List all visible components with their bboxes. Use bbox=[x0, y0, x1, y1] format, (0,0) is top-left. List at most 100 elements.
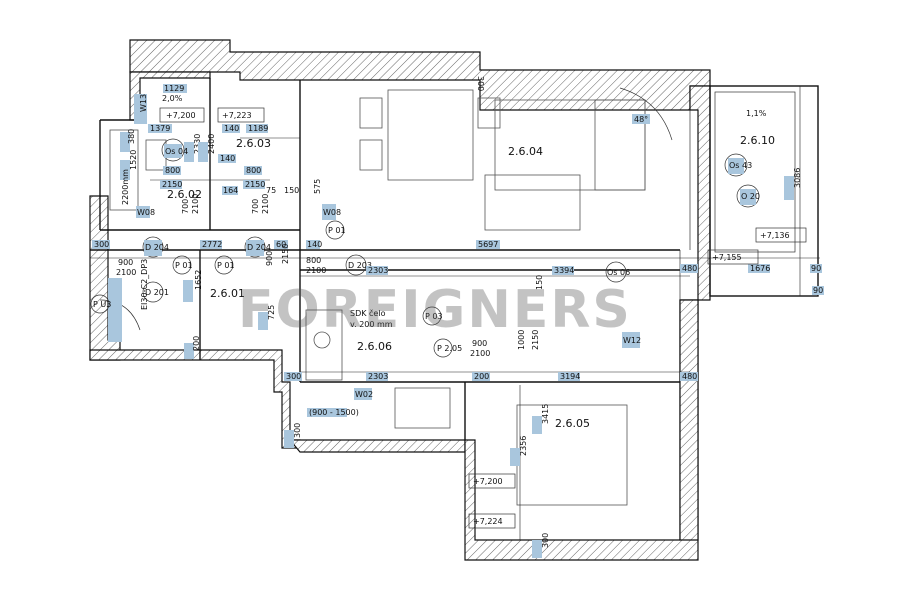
watermark: FOREIGNERS bbox=[238, 280, 632, 340]
dimension-label: 2356 bbox=[519, 436, 528, 456]
room-number: 2.6.04 bbox=[508, 145, 543, 158]
tag-circle bbox=[433, 338, 453, 358]
slope-label: 1,1% bbox=[746, 109, 767, 118]
note-label: (900 - 1500) bbox=[309, 408, 359, 417]
sofa-back bbox=[594, 99, 646, 191]
tag-circle bbox=[142, 281, 164, 303]
dimension-label: 90 bbox=[813, 286, 823, 295]
dimension-label: 2400 bbox=[207, 134, 216, 154]
window-tag: Os 06 bbox=[607, 268, 630, 277]
dimension-label: 5697 bbox=[478, 240, 498, 249]
tag-circle bbox=[325, 220, 345, 240]
dimension-label: 725 bbox=[267, 305, 276, 320]
door-tag: D 201 bbox=[145, 288, 169, 297]
dimension-label: 1652 bbox=[194, 270, 203, 290]
door-tag: P 2.05 bbox=[437, 344, 462, 353]
dimension-label: 480 bbox=[682, 372, 697, 381]
note-label: v. 200 mm bbox=[350, 320, 393, 329]
fire-rating-label: EI30-C2_DP3 bbox=[140, 259, 149, 310]
dimension-label: 3394 bbox=[554, 266, 574, 275]
dimension-label: 2772 bbox=[202, 240, 222, 249]
door-tag: P 01 bbox=[328, 226, 346, 235]
door-tag: P 03 bbox=[425, 312, 443, 321]
dimension-label: 300 bbox=[476, 76, 485, 91]
dimension-label: 2150 bbox=[281, 244, 290, 264]
kitchen-unit bbox=[305, 309, 343, 381]
dimension-label: 380 bbox=[127, 129, 136, 144]
door-tag: P 01 bbox=[217, 261, 235, 270]
balcony-outline bbox=[709, 85, 819, 297]
door-tag: P 01 bbox=[175, 261, 193, 270]
door-swing bbox=[99, 299, 141, 331]
room-number: 2.6.06 bbox=[357, 340, 392, 353]
window-tag-circle bbox=[736, 184, 760, 208]
tag-circle bbox=[214, 255, 234, 275]
tag-circle bbox=[422, 306, 442, 326]
tag-circle bbox=[345, 254, 367, 276]
level-label: +7,200 bbox=[166, 111, 196, 120]
dimension-label: 140 bbox=[224, 124, 239, 133]
wall-bottom-left bbox=[89, 349, 301, 449]
dimension-label: 1000 bbox=[517, 330, 526, 350]
dimension-label: 800 bbox=[306, 256, 321, 265]
dimension-label: 75 bbox=[266, 186, 276, 195]
chair bbox=[359, 139, 383, 171]
door-tag: D 204 bbox=[145, 243, 169, 252]
note-label: SDK čelo bbox=[350, 308, 386, 318]
coffee-table bbox=[484, 174, 581, 231]
dimension-label: 300 bbox=[293, 423, 302, 438]
wall-top bbox=[129, 39, 711, 111]
slope-label: 2,0% bbox=[162, 94, 183, 103]
dimension-label: 700 bbox=[181, 199, 190, 214]
dimension-label: 140 bbox=[220, 154, 235, 163]
dimension-label: 90 bbox=[811, 264, 821, 273]
wall-tag: W08 bbox=[137, 208, 155, 217]
dimension-label: 900 bbox=[118, 258, 133, 267]
dimension-label: 2100 bbox=[470, 349, 490, 358]
level-label: +7,136 bbox=[760, 231, 790, 240]
dining-table bbox=[387, 89, 474, 181]
window-tag: Os 04 bbox=[165, 147, 188, 156]
dimension-label: 2150 bbox=[531, 330, 540, 350]
level-label: +7,223 bbox=[222, 111, 252, 120]
room-number: 2.6.05 bbox=[555, 417, 590, 430]
window-tag-circle bbox=[724, 153, 748, 177]
tag-circle bbox=[172, 255, 192, 275]
window-tag: O 20 bbox=[741, 192, 760, 201]
wall-tag: W08 bbox=[323, 208, 341, 217]
chair bbox=[477, 97, 501, 129]
dimension-label: 3415 bbox=[541, 404, 550, 424]
dimension-label: 150 bbox=[284, 186, 299, 195]
shower bbox=[109, 129, 139, 211]
door-tag: D 203 bbox=[348, 261, 372, 270]
sink bbox=[313, 331, 331, 349]
angle-label: 48° bbox=[634, 115, 648, 124]
dimension-label: 1129 bbox=[164, 84, 184, 93]
door-tag: P U3 bbox=[93, 300, 111, 309]
balcony-inner bbox=[714, 91, 796, 253]
level-label: +7,224 bbox=[473, 517, 503, 526]
dimension-label: 2150 bbox=[162, 180, 182, 189]
dimension-label: 300 bbox=[541, 533, 550, 548]
dimension-label: 200 bbox=[474, 372, 489, 381]
door-tag: D 204 bbox=[247, 243, 271, 252]
dimension-label: 2330 bbox=[193, 134, 202, 154]
tag-circle bbox=[142, 236, 164, 258]
dimension-label: 2100 bbox=[116, 268, 136, 277]
dimension-label: 2100 bbox=[306, 266, 326, 275]
dimension-label: 60 bbox=[276, 240, 286, 249]
dimension-label: 1676 bbox=[750, 264, 770, 273]
room-number: 2.6.10 bbox=[740, 134, 775, 147]
tag-circle bbox=[605, 261, 627, 283]
dimension-label: 575 bbox=[313, 179, 322, 194]
level-label: +7,155 bbox=[712, 253, 742, 262]
level-label: +7,200 bbox=[473, 477, 503, 486]
dimension-label: 480 bbox=[682, 264, 697, 273]
window-tag-circle bbox=[161, 138, 185, 162]
chair bbox=[359, 97, 383, 129]
dimension-label: 164 bbox=[223, 186, 238, 195]
dimension-label: 800 bbox=[165, 166, 180, 175]
room-number: 2.6.01 bbox=[210, 287, 245, 300]
wall-tag: W02 bbox=[355, 390, 373, 399]
